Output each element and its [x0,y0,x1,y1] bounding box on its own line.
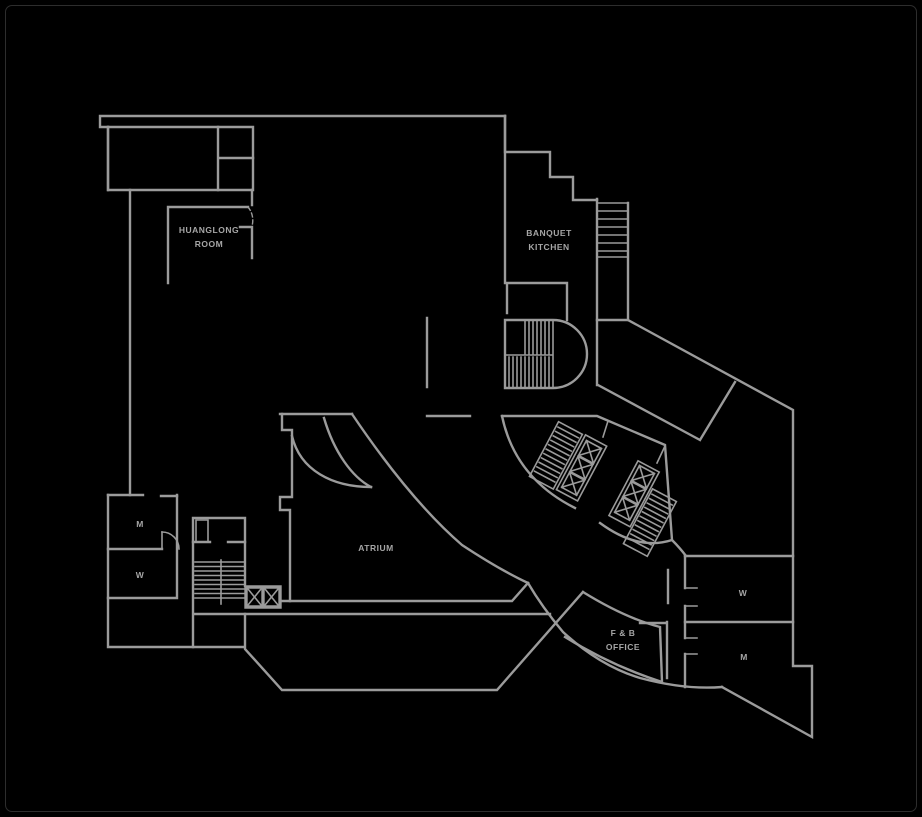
west-womens-label: W [136,570,145,580]
escalator-hatch-icon [528,420,584,491]
elevator-x-box-icon [613,464,656,522]
banquet-kitchen-label: BANQUET [526,228,572,238]
service-elevators [244,585,282,609]
banquet-kitchen-label-2: KITCHEN [528,242,569,252]
east-womens-label: W [739,588,748,598]
room-labels: HUANGLONG ROOM BANQUET KITCHEN ATRIUM F … [136,225,748,662]
elevator-bank-lower [607,459,678,558]
door-arc-icon [247,206,254,227]
lower-corridor [193,581,552,616]
switchback-stair-icon [194,559,246,605]
elevator-lobby-walls [500,414,688,558]
ballroom-partitions [425,316,472,418]
service-stair-icon [596,202,629,258]
huanglong-room-walls [166,188,254,285]
west-restrooms [106,493,180,600]
west-mens-label: M [136,519,144,529]
outer-walls [98,114,814,740]
east-restrooms [638,554,795,689]
curved-ramp-icon [290,416,373,489]
atrium-walls [278,412,724,689]
grand-stair [503,318,589,390]
banquet-kitchen-walls [503,114,737,442]
door-arc-icon [161,531,180,550]
elevator-x-box-icon [246,587,280,607]
huanglong-room-label: HUANGLONG [179,225,239,235]
fb-office-walls [563,590,664,684]
huanglong-room-label-2: ROOM [195,239,223,249]
west-stair-core [191,516,282,649]
fb-office-label: F & B [611,628,636,638]
atrium-label: ATRIUM [358,543,393,553]
elevator-x-box-icon [560,439,603,497]
elevator-bank-upper [528,420,608,502]
east-mens-label: M [740,652,748,662]
fb-office-label-2: OFFICE [606,642,640,652]
northwest-rooms [106,125,255,192]
escalator-hatch-icon [622,487,678,558]
